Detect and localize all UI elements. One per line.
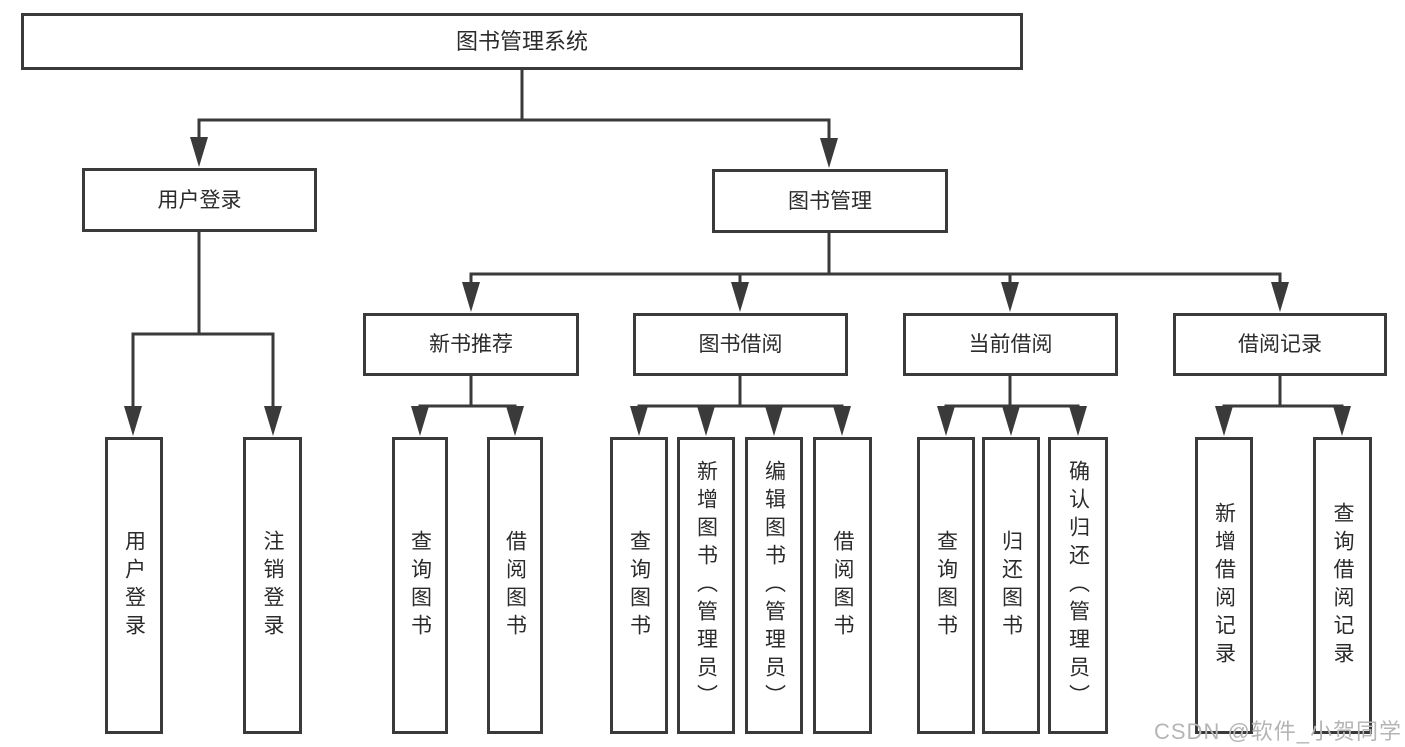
arrow-icon	[264, 406, 282, 436]
node-book-borrow: 图书借阅	[633, 313, 848, 376]
leaf-bb-borrow-book-label: 借阅图书	[831, 529, 854, 642]
node-book-management: 图书管理	[712, 169, 948, 233]
node-current-borrow: 当前借阅	[903, 313, 1118, 376]
node-borrow-records: 借阅记录	[1173, 313, 1387, 376]
leaf-br-add-record-label: 新增借阅记录	[1212, 501, 1236, 670]
node-root: 图书管理系统	[21, 13, 1023, 70]
arrow-icon	[411, 406, 429, 436]
arrow-icon	[1001, 282, 1019, 312]
leaf-br-add-record: 新增借阅记录	[1195, 437, 1253, 734]
leaf-bb-add-book: 新增图书（管理员）	[677, 437, 735, 734]
arrow-icon	[462, 282, 480, 312]
node-new-book-recommend: 新书推荐	[363, 313, 579, 376]
arrow-icon	[937, 406, 955, 436]
arrow-icon	[1215, 406, 1233, 436]
arrow-icon	[731, 282, 749, 312]
leaf-logout: 注销登录	[243, 437, 302, 734]
arrow-icon	[820, 138, 838, 168]
leaf-cb-confirm-return: 确认归还（管理员）	[1048, 437, 1108, 734]
arrow-icon	[630, 406, 648, 436]
leaf-nbr-borrow-book: 借阅图书	[487, 437, 543, 734]
arrow-icon	[1333, 406, 1351, 436]
leaf-logout-label: 注销登录	[261, 529, 284, 642]
leaf-br-query-record: 查询借阅记录	[1313, 437, 1372, 734]
arrow-icon	[1002, 406, 1020, 436]
arrow-icon	[506, 406, 524, 436]
leaf-bb-add-book-label: 新增图书（管理员）	[694, 459, 718, 712]
leaf-bb-query-book: 查询图书	[610, 437, 668, 734]
leaf-cb-confirm-return-label: 确认归还（管理员）	[1066, 459, 1090, 712]
leaf-nbr-query-book-label: 查询图书	[408, 529, 432, 642]
leaf-nbr-borrow-book-label: 借阅图书	[503, 529, 527, 642]
arrow-icon	[1069, 406, 1087, 436]
leaf-cb-query-book-label: 查询图书	[934, 529, 958, 642]
leaf-cb-query-book: 查询图书	[917, 437, 975, 734]
node-user-login: 用户登录	[82, 168, 317, 232]
arrow-icon	[124, 406, 142, 436]
leaf-bb-borrow-book: 借阅图书	[813, 437, 872, 734]
arrow-icon	[697, 406, 715, 436]
leaf-nbr-query-book: 查询图书	[392, 437, 448, 734]
leaf-user-login: 用户登录	[105, 437, 163, 734]
leaf-bb-edit-book-label: 编辑图书（管理员）	[762, 459, 786, 712]
leaf-cb-return-book: 归还图书	[982, 437, 1040, 734]
arrow-icon	[765, 406, 783, 436]
leaf-user-login-label: 用户登录	[122, 529, 146, 642]
leaf-bb-query-book-label: 查询图书	[627, 529, 651, 642]
leaf-bb-edit-book: 编辑图书（管理员）	[745, 437, 803, 734]
leaf-br-query-record-label: 查询借阅记录	[1331, 501, 1354, 670]
leaf-cb-return-book-label: 归还图书	[999, 529, 1023, 642]
watermark: CSDN @软件_小贺同学	[1154, 719, 1403, 744]
arrow-icon	[833, 406, 851, 436]
arrow-icon	[1271, 282, 1289, 312]
arrow-icon	[190, 137, 208, 167]
